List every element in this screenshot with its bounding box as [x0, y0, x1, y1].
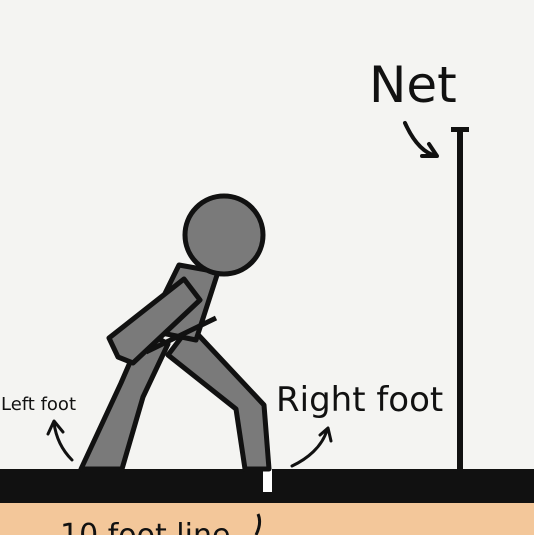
- ten-foot-line-label: 10 foot line: [60, 518, 230, 535]
- ground-strip: [0, 503, 534, 535]
- court-floor-right: [272, 469, 534, 491]
- net-arrowhead: [420, 142, 439, 158]
- right-leg: [165, 323, 272, 472]
- arm: [106, 276, 203, 366]
- left-foot-arrowhead: [46, 419, 65, 436]
- player-figure: [78, 193, 272, 472]
- right-foot-arrowhead: [318, 426, 333, 443]
- left-foot-arrow: [52, 421, 74, 462]
- court-line-marker: [263, 469, 272, 492]
- left-foot-label: Left foot: [1, 394, 76, 415]
- arm-inner-line: [144, 315, 218, 355]
- right-foot-label: Right foot: [276, 380, 443, 420]
- net-pole: [457, 130, 463, 491]
- court-floor-left: [0, 469, 263, 493]
- net-label: Net: [369, 56, 457, 114]
- net-pole-cap: [451, 127, 469, 132]
- head: [182, 193, 266, 277]
- line-label-stroke: [254, 513, 262, 535]
- right-foot-arrow: [290, 428, 329, 468]
